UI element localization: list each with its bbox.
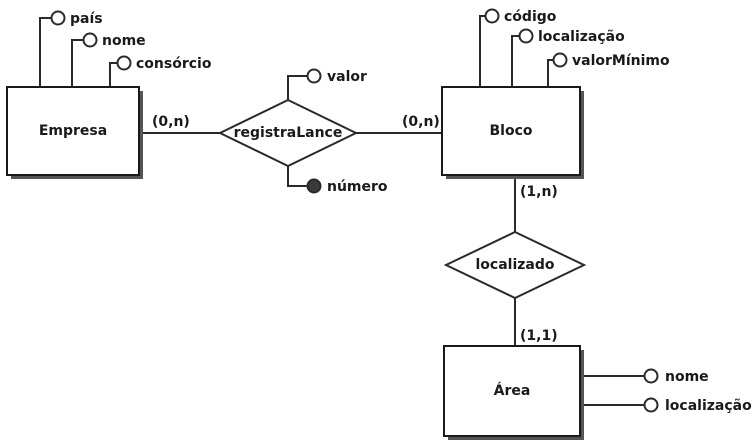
lance-valor-label: valor	[327, 69, 367, 85]
lance-numero-connector	[287, 165, 308, 187]
empresa-consorcio-connector	[109, 62, 118, 88]
bloco-codigo-label: código	[504, 9, 557, 25]
empresa-pais-attribute-icon	[50, 10, 66, 26]
relationship-localizado: localizado	[443, 230, 587, 300]
relationship-registra-lance-label: registraLance	[234, 125, 343, 141]
empresa-nome-attribute-icon	[82, 32, 98, 48]
bloco-codigo-connector	[479, 15, 486, 88]
bloco-localizacao-attribute-icon	[518, 28, 534, 44]
empresa-consorcio-label: consórcio	[136, 56, 212, 72]
bloco-localizacao-label: localização	[538, 29, 625, 45]
lance-valor-attribute-icon	[306, 68, 322, 84]
bloco-valor-minimo-connector	[547, 59, 554, 88]
bloco-codigo-attribute-icon	[484, 8, 500, 24]
area-localizacao-label: localização	[665, 398, 752, 414]
bloco-localizacao-connector	[511, 35, 520, 88]
bloco-valor-minimo-attribute-icon	[552, 52, 568, 68]
area-localizacao-attribute-icon	[643, 397, 659, 413]
empresa-pais-label: país	[70, 11, 103, 27]
relationship-registra-lance: registraLance	[217, 98, 359, 168]
cardinality-bloco-localizado: (1,n)	[520, 184, 558, 200]
entity-empresa: Empresa	[6, 86, 143, 179]
entity-bloco-label: Bloco	[489, 123, 532, 139]
cardinality-localizado-area: (1,1)	[520, 328, 558, 344]
bloco-valor-minimo-label: valorMínimo	[572, 53, 670, 69]
area-nome-label: nome	[665, 369, 709, 385]
empresa-nome-label: nome	[102, 33, 146, 49]
entity-area: Área	[443, 345, 584, 440]
lance-numero-label: número	[327, 179, 388, 195]
empresa-pais-connector	[39, 17, 52, 88]
entity-area-label: Área	[494, 382, 531, 399]
entity-bloco: Bloco	[441, 86, 584, 179]
relationship-localizado-label: localizado	[476, 257, 555, 273]
cardinality-registra-bloco: (0,n)	[402, 114, 440, 130]
empresa-nome-connector	[71, 39, 84, 88]
empresa-consorcio-attribute-icon	[116, 55, 132, 71]
lance-valor-connector	[287, 75, 308, 100]
area-nome-attribute-icon	[643, 368, 659, 384]
lance-numero-key-attribute-icon	[306, 178, 322, 194]
cardinality-empresa-registra: (0,n)	[152, 114, 190, 130]
entity-empresa-label: Empresa	[39, 123, 107, 139]
